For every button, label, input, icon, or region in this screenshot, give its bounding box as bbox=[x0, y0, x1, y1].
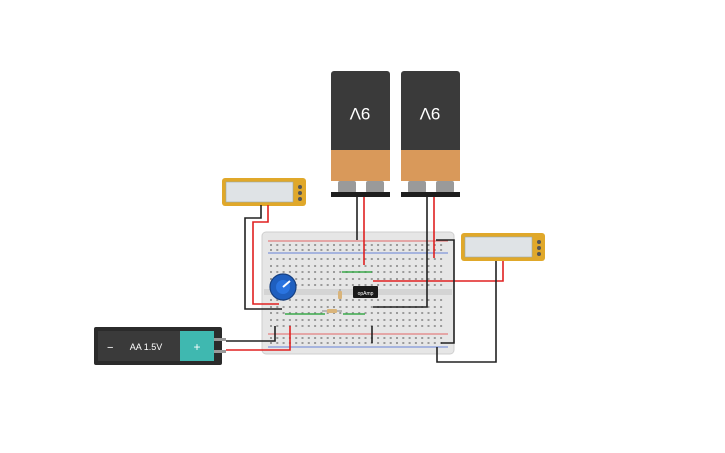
wires-red[interactable] bbox=[226, 197, 504, 351]
multimeter-right[interactable] bbox=[461, 233, 545, 261]
multimeter-right-screen bbox=[464, 236, 533, 258]
multimeter-left-screen bbox=[225, 181, 294, 203]
battery-9v-2[interactable]: 9V bbox=[401, 71, 460, 197]
breadboard-holes bbox=[270, 244, 443, 344]
opamp-label: opAmp bbox=[358, 291, 374, 297]
battery-9v-2-label: 9V bbox=[419, 104, 440, 123]
resistor-1[interactable] bbox=[338, 289, 342, 301]
battery-aa-minus: − bbox=[107, 342, 113, 354]
wires-black[interactable] bbox=[226, 197, 497, 363]
battery-aa-positive-cap bbox=[180, 331, 214, 361]
opamp-chip[interactable]: opAmp bbox=[353, 286, 378, 298]
battery-9v-1-clip bbox=[331, 192, 390, 197]
multimeter-left[interactable] bbox=[222, 178, 306, 206]
battery-9v-1[interactable]: 9V bbox=[331, 71, 390, 197]
potentiometer[interactable] bbox=[269, 273, 297, 301]
resistor-2[interactable] bbox=[322, 309, 342, 313]
battery-aa-plus: + bbox=[193, 340, 200, 354]
battery-9v-2-clip bbox=[401, 192, 460, 197]
battery-9v-1-label: 9V bbox=[349, 104, 370, 123]
battery-aa[interactable]: − AA 1.5V + bbox=[94, 327, 226, 365]
battery-aa-label: AA 1.5V bbox=[130, 342, 163, 352]
jumper-wires-green[interactable] bbox=[285, 271, 372, 315]
